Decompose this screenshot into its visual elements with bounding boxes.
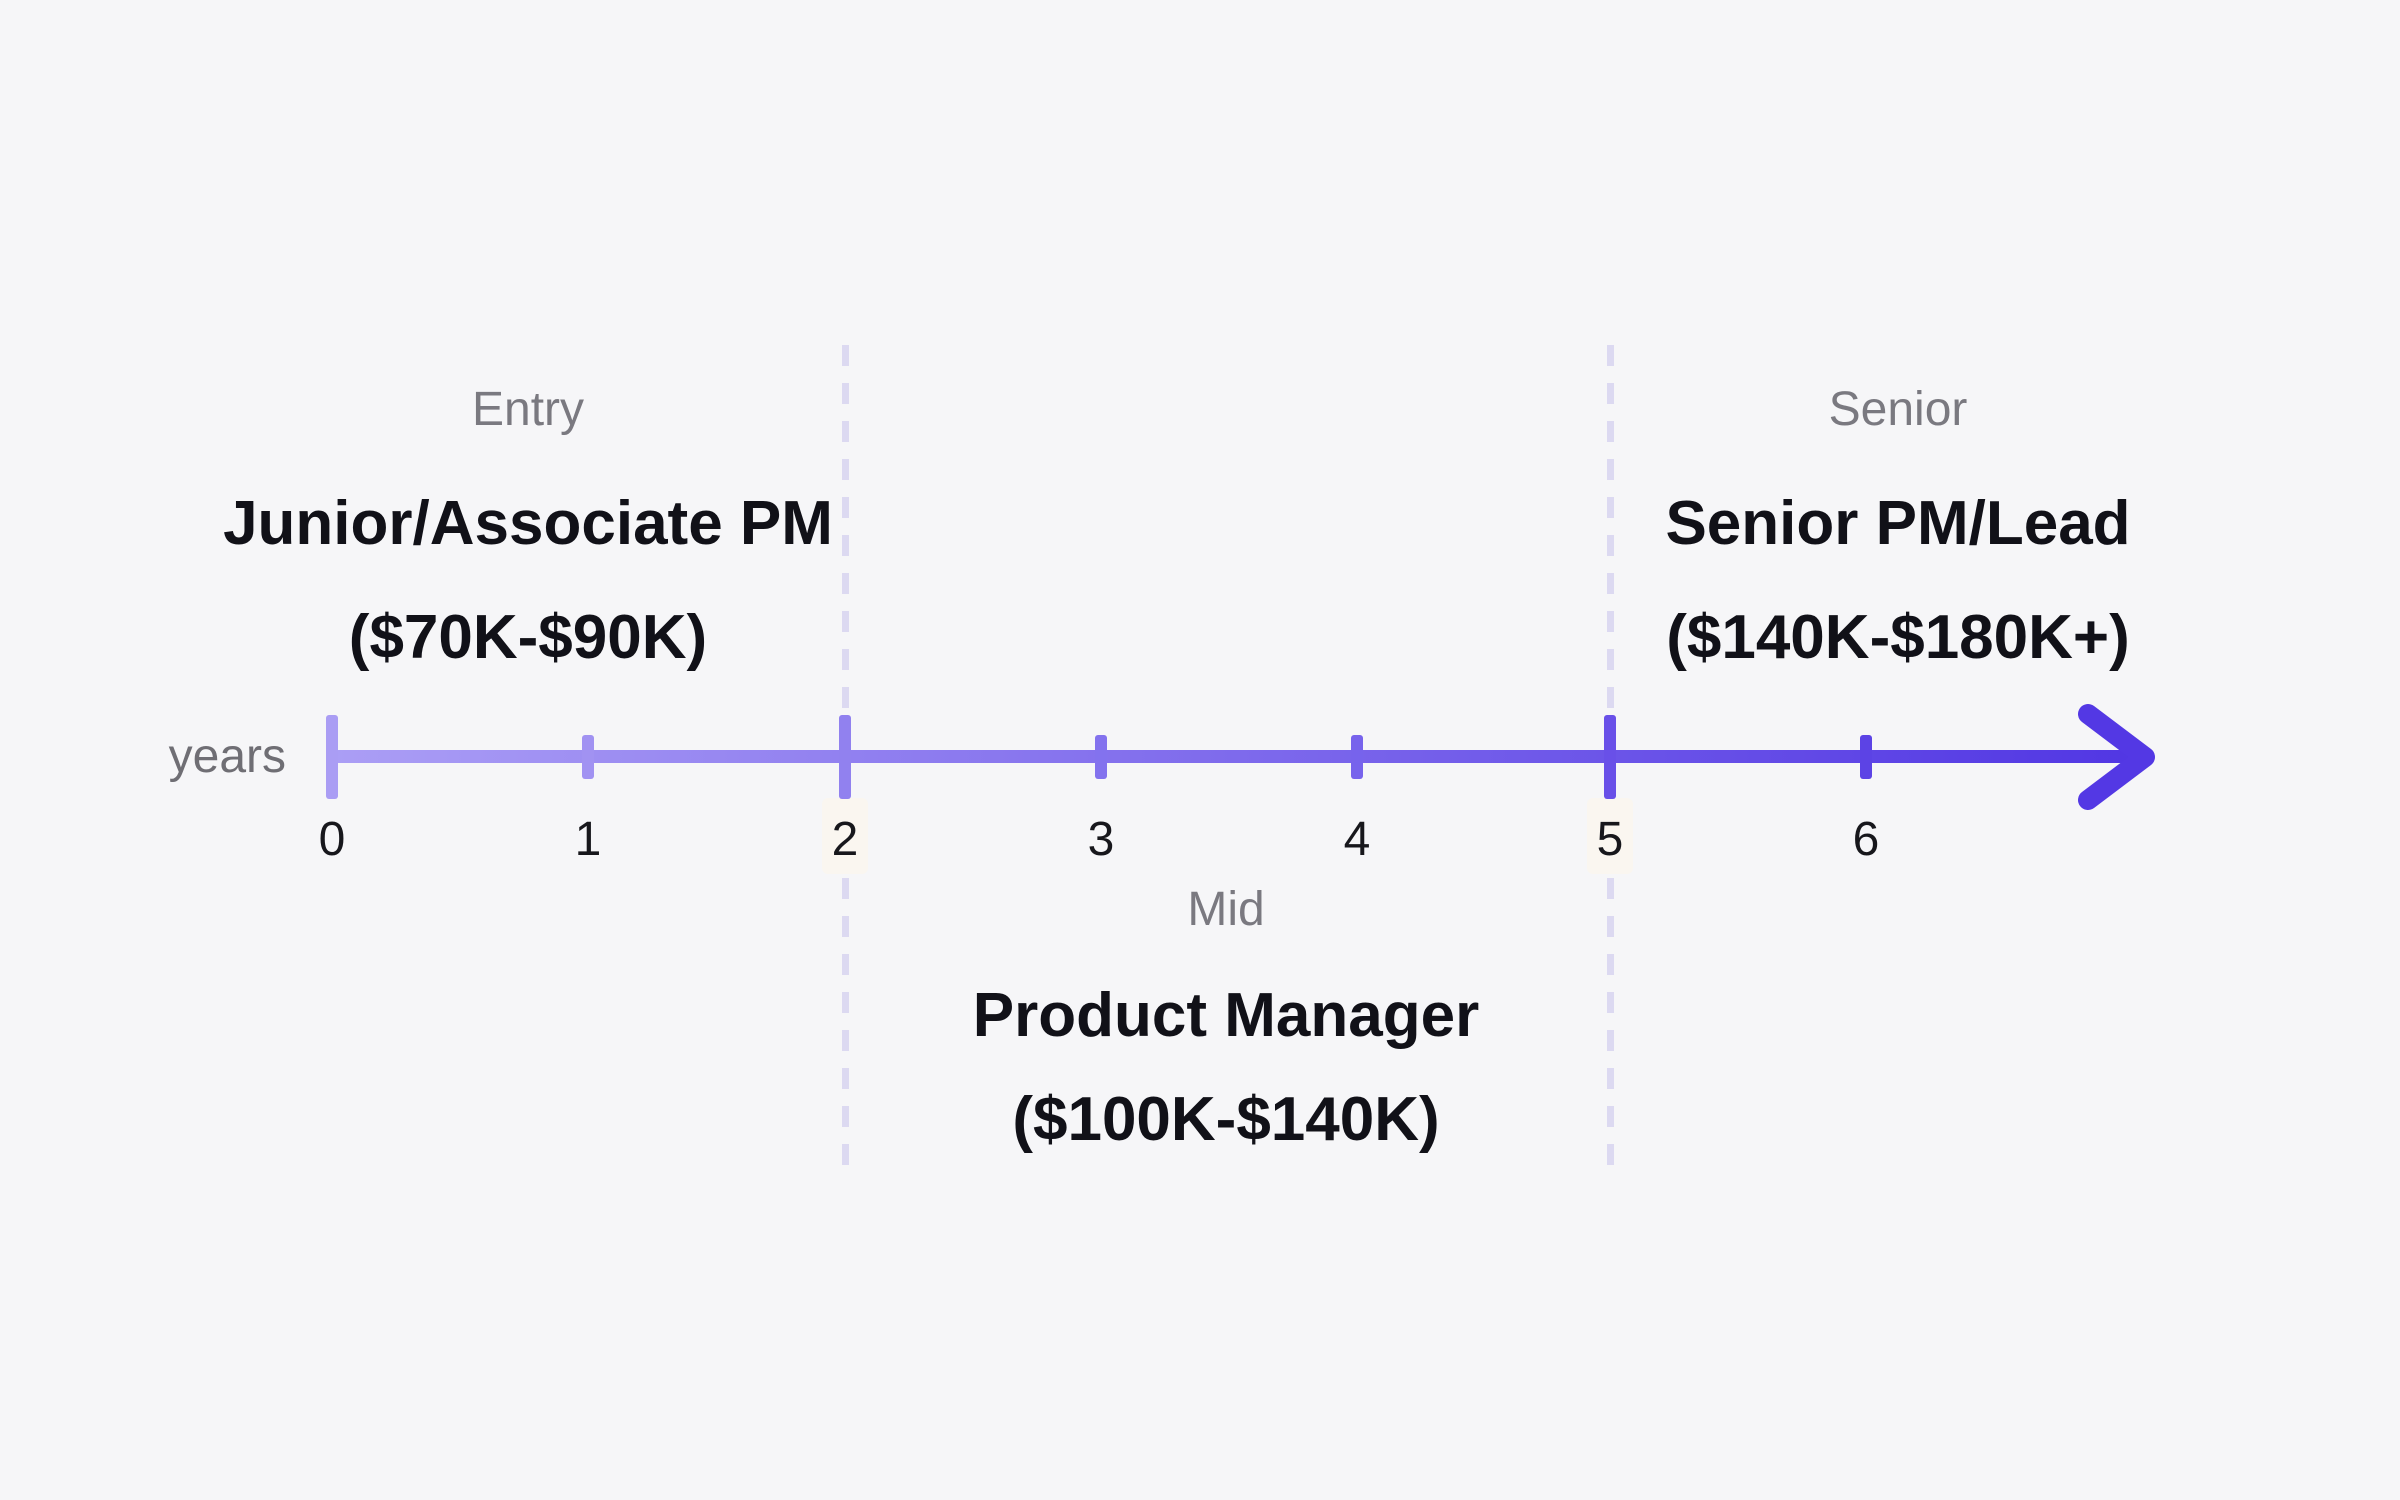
axis-tick-1 — [582, 735, 594, 779]
stage-boundary-dashed-line — [841, 878, 849, 1172]
stage-salary-label: ($140K-$180K+) — [1666, 603, 2130, 672]
stage-role-label: Product Manager — [972, 981, 1480, 1050]
tick-label-plate — [822, 798, 868, 874]
tick-label-6: 6 — [1852, 813, 1880, 866]
tick-label-plate — [1587, 798, 1633, 874]
tick-label-0: 0 — [318, 813, 346, 866]
tick-label-3: 3 — [1087, 813, 1115, 866]
tick-label-2: 2 — [831, 813, 859, 866]
axis-tick-4 — [1351, 735, 1363, 779]
axis-tick-6 — [1860, 735, 1872, 779]
axis-unit-label: years — [168, 730, 286, 783]
stage-boundary-dashed-line — [841, 345, 849, 713]
axis-tick-5 — [1604, 715, 1616, 799]
axis-tick-3 — [1095, 735, 1107, 779]
timeline-axis — [332, 750, 2142, 763]
axis-tick-0 — [326, 715, 338, 799]
tick-label-4: 4 — [1343, 813, 1371, 866]
tick-label-1: 1 — [574, 813, 602, 866]
stage-level-label: Mid — [1187, 883, 1265, 936]
stage-boundary-dashed-line — [1606, 345, 1614, 713]
stage-salary-label: ($70K-$90K) — [348, 603, 708, 672]
stage-level-label: Senior — [1828, 383, 1968, 436]
arrow-right-icon — [2078, 704, 2155, 810]
stage-level-label: Entry — [471, 383, 585, 436]
axis-tick-2 — [839, 715, 851, 799]
stage-boundary-dashed-line — [1606, 878, 1614, 1172]
stage-role-label: Junior/Associate PM — [223, 489, 833, 558]
stage-role-label: Senior PM/Lead — [1665, 489, 2131, 558]
tick-label-5: 5 — [1596, 813, 1624, 866]
stage-salary-label: ($100K-$140K) — [1012, 1085, 1440, 1154]
